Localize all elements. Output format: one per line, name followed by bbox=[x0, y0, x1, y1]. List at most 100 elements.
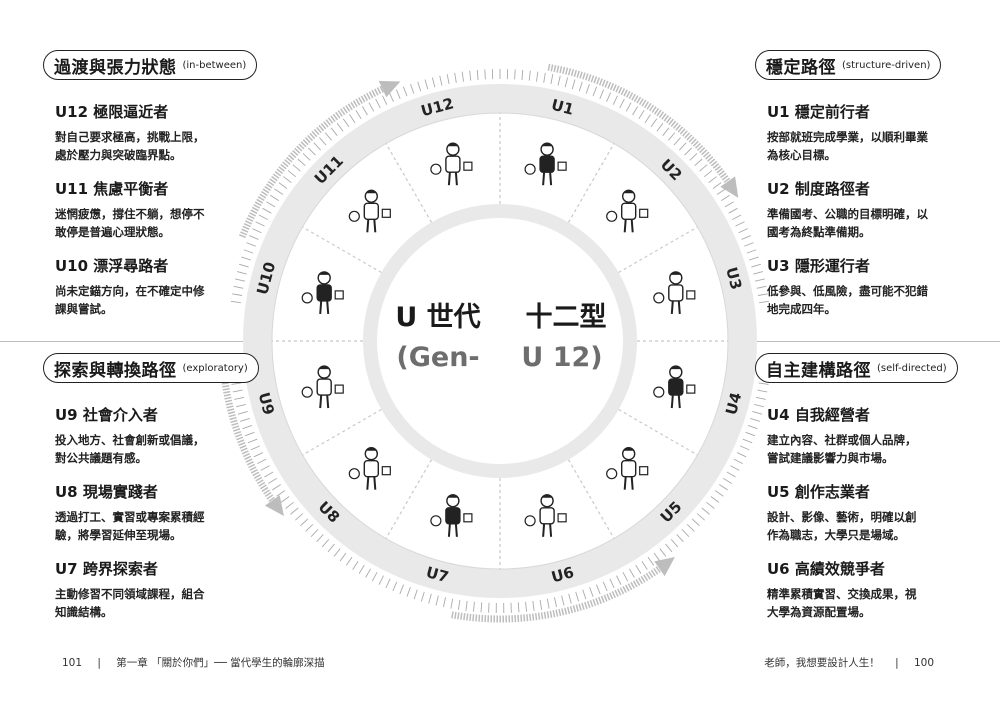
tick-mark bbox=[528, 70, 531, 81]
tick-mark bbox=[272, 484, 282, 491]
tick-mark bbox=[632, 106, 639, 116]
heading-label-en: (exploratory) bbox=[182, 362, 248, 374]
tick-mark bbox=[371, 572, 378, 582]
person-figure-icon bbox=[348, 446, 391, 490]
tick-mark bbox=[602, 581, 608, 592]
tick-mark bbox=[582, 589, 587, 600]
heading-self-directed: 自主建構路徑 (self-directed) bbox=[755, 353, 958, 383]
tick-mark bbox=[375, 98, 381, 109]
tick-mark bbox=[641, 560, 648, 570]
tick-mark bbox=[268, 477, 278, 484]
tick-mark bbox=[668, 132, 676, 141]
tick-mark bbox=[724, 201, 734, 208]
tick-mark bbox=[694, 158, 703, 167]
tick-mark bbox=[276, 490, 286, 497]
tick-mark bbox=[235, 403, 246, 408]
tick-mark bbox=[754, 403, 765, 408]
center-title-left: U 世代 bbox=[395, 302, 480, 333]
tick-mark bbox=[731, 214, 742, 221]
tick-mark bbox=[703, 170, 713, 178]
tick-mark bbox=[758, 382, 769, 385]
tick-mark bbox=[752, 411, 763, 415]
item-desc: 尚未定錨方向，在不確定中修課與嘗試。 bbox=[55, 284, 205, 316]
tick-mark bbox=[321, 539, 330, 548]
tick-mark bbox=[333, 548, 341, 557]
tick-mark bbox=[676, 534, 684, 543]
tick-mark bbox=[439, 75, 443, 86]
tick-mark bbox=[532, 600, 535, 611]
item-desc: 迷惘疲憊，撐住不躺，想停不敢停是普遍心理狀態。 bbox=[55, 207, 205, 239]
arrow-bottom-right-head bbox=[654, 557, 675, 577]
item-desc: 投入地方、社會創新或倡議，對公共議題有感。 bbox=[55, 433, 205, 465]
tick-mark bbox=[435, 595, 439, 606]
tick-mark bbox=[305, 523, 314, 532]
tick-mark bbox=[280, 496, 290, 503]
tick-mark bbox=[232, 293, 243, 296]
tick-mark bbox=[746, 249, 757, 254]
tick-mark bbox=[738, 228, 748, 234]
tick-mark bbox=[361, 106, 368, 116]
list-item: U1 穩定前行者 按部就班完成學業，以順利畢業為核心目標。 bbox=[767, 101, 972, 164]
tick-mark bbox=[659, 548, 667, 557]
tick-mark bbox=[755, 396, 766, 400]
tick-mark bbox=[741, 235, 751, 240]
list-structure-driven: U1 穩定前行者 按部就班完成學業，以順利畢業為核心目標。 U2 制度路徑者 準… bbox=[767, 101, 972, 332]
person-figure-icon bbox=[524, 142, 567, 186]
tick-mark bbox=[484, 69, 486, 80]
heading-structure-driven: 穩定路徑 (structure-driven) bbox=[755, 50, 942, 80]
tick-mark bbox=[571, 79, 576, 90]
tick-mark bbox=[278, 182, 288, 189]
tick-mark bbox=[450, 598, 454, 609]
tick-mark bbox=[313, 142, 321, 151]
person-figure-icon bbox=[606, 446, 649, 490]
outer-ring-band bbox=[243, 84, 757, 598]
footer-left: 101 | 第一章 「關於你們」── 當代學生的輪廓深描 bbox=[62, 657, 325, 669]
tick-mark bbox=[295, 513, 304, 521]
list-item: U7 跨界探索者 主動修習不同領域課程，組合知識結構。 bbox=[55, 558, 260, 621]
tick-mark bbox=[733, 458, 743, 465]
tick-mark bbox=[297, 158, 306, 167]
tick-mark bbox=[592, 86, 598, 97]
tick-mark bbox=[681, 529, 690, 537]
item-title: U4 自我經營者 bbox=[767, 406, 870, 424]
tick-mark bbox=[330, 127, 338, 136]
tick-mark bbox=[349, 114, 356, 124]
tick-mark bbox=[395, 89, 401, 99]
tick-mark bbox=[757, 293, 768, 296]
tick-mark bbox=[684, 147, 692, 156]
person-figure-icon bbox=[430, 142, 473, 186]
item-desc: 主動修習不同領域課程，組合知識結構。 bbox=[55, 587, 205, 619]
tick-mark bbox=[324, 132, 332, 141]
chapter-title: 第一章 「關於你們」── 當代學生的輪廓深描 bbox=[116, 657, 325, 669]
tick-mark bbox=[319, 137, 327, 146]
tick-mark bbox=[342, 118, 350, 128]
tick-mark bbox=[378, 575, 384, 585]
person-figure-icon bbox=[653, 271, 696, 314]
tick-mark bbox=[424, 79, 429, 90]
item-desc: 精準累積實習、交換成果，視大學為資源配置場。 bbox=[767, 587, 917, 619]
tick-mark bbox=[457, 599, 461, 610]
arrow-top-right-head bbox=[720, 176, 739, 198]
tick-mark bbox=[612, 95, 618, 105]
tick-mark bbox=[543, 72, 546, 83]
tick-mark bbox=[358, 564, 365, 574]
list-in-between: U12 極限逼近者 對自己要求極高，挑戰上限，處於壓力與突破臨界點。 U11 焦… bbox=[55, 101, 260, 332]
tick-mark bbox=[310, 529, 319, 537]
tick-mark bbox=[679, 142, 687, 151]
tick-mark bbox=[744, 242, 754, 247]
tick-mark bbox=[242, 425, 253, 430]
tick-mark bbox=[751, 263, 762, 268]
segment-label: U6 bbox=[549, 563, 576, 586]
heading-label: 自主建構路徑 bbox=[766, 360, 871, 381]
list-item: U12 極限逼近者 對自己要求極高，挑戰上限，處於壓力與突破臨界點。 bbox=[55, 101, 260, 164]
tick-mark bbox=[240, 418, 250, 422]
tick-mark bbox=[413, 589, 418, 600]
tick-mark bbox=[696, 513, 705, 521]
person-figure-icon bbox=[430, 494, 473, 537]
tick-mark bbox=[230, 300, 241, 304]
tick-mark bbox=[399, 584, 404, 595]
person-figure-icon bbox=[524, 494, 567, 537]
list-item: U6 高績效競爭者 精準累積實習、交換成果，視大學為資源配置場。 bbox=[767, 558, 972, 621]
item-desc: 建立內容、社群或個人品牌，嘗試建議影響力與市場。 bbox=[767, 433, 917, 465]
